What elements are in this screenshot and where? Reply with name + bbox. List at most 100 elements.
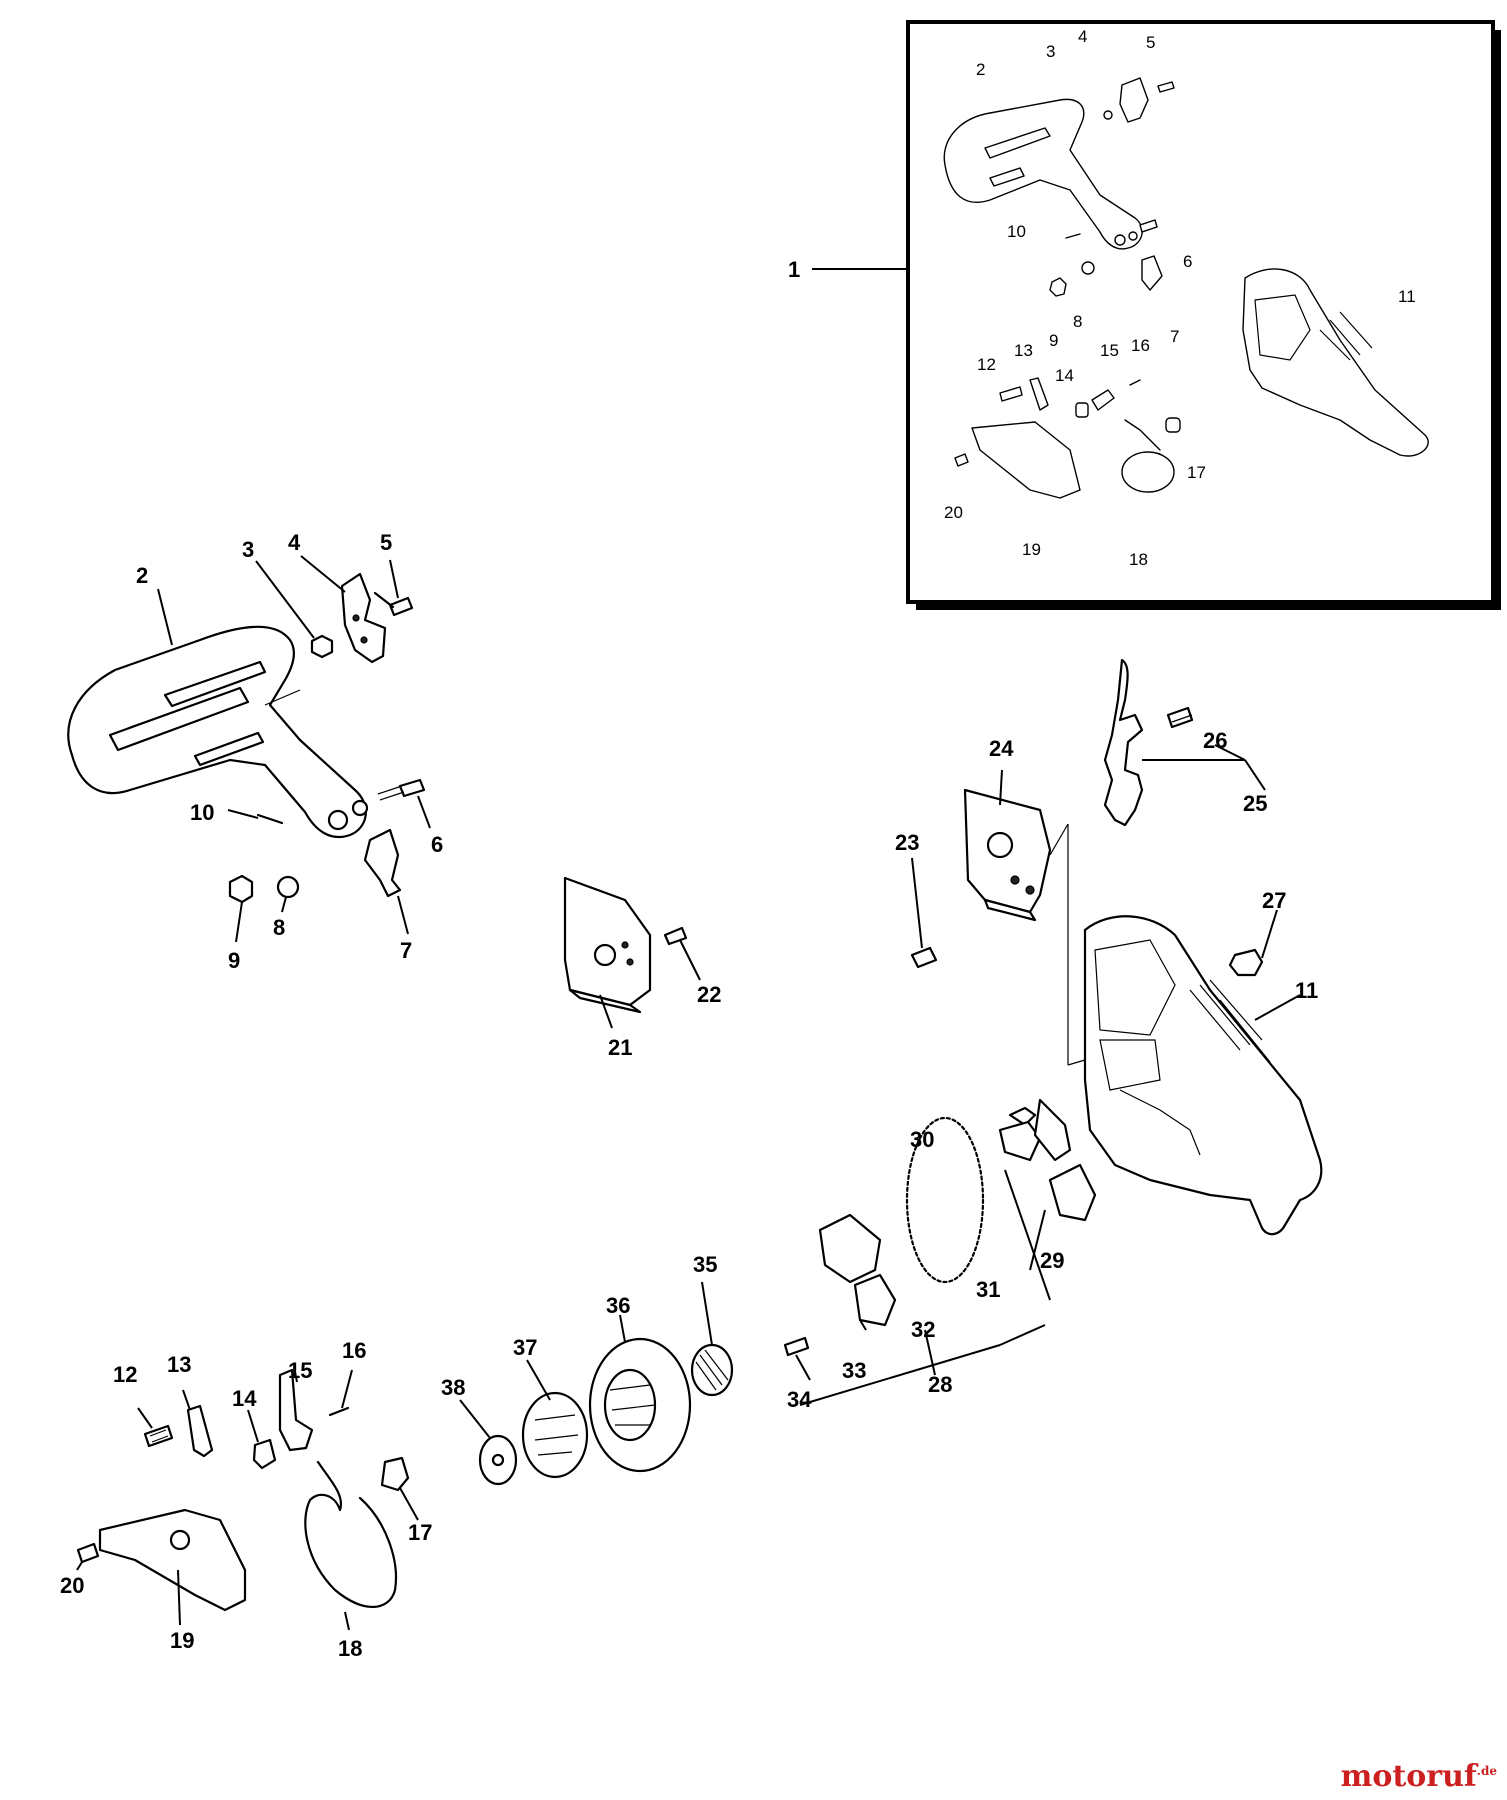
inset-part-18-band [1121,451,1175,493]
label-10: 10 [190,800,214,825]
inset-part-15-lever [1091,389,1115,411]
part-3-nut [310,634,334,659]
label-3: 3 [242,537,254,562]
part-34-bolt [783,1336,810,1357]
part-11-housing [1067,909,1323,1236]
label-32: 32 [911,1317,935,1342]
inset-label-18: 18 [1129,550,1148,569]
hand-guard-leaders [157,555,431,943]
inset-label-2: 2 [976,60,985,79]
label-9: 9 [228,948,240,973]
label-24: 24 [989,736,1014,761]
label-2: 2 [136,563,148,588]
watermark-tld: .de [1476,1764,1497,1778]
main-labels: 2 3 4 5 6 7 8 9 10 11 12 13 14 15 16 17 … [60,530,1318,1661]
inset-part-7-lever [1141,255,1163,291]
part-5-bolt [388,596,414,617]
part-22-screw [663,926,688,946]
label-34: 34 [787,1387,812,1412]
inset-label-20: 20 [944,503,963,522]
inset-part-17-bushing [1165,417,1181,433]
inset-part-14-bushing [1075,402,1089,418]
part-18-band [304,1460,397,1608]
label-38: 38 [441,1375,465,1400]
inset-label-8: 8 [1073,312,1082,331]
inset-label-16: 16 [1131,336,1150,355]
inset-part-12-spring [999,386,1023,402]
part-24-plate [910,769,1069,1065]
part-37-sprocket [521,1391,589,1479]
inset-kit-panel: 1 [788,20,1501,610]
inset-label-10: 10 [1007,222,1026,241]
inset-label-13: 13 [1014,341,1033,360]
label-18: 18 [338,1636,362,1661]
inset-label-5: 5 [1146,33,1155,52]
part-33-shoe [818,1213,882,1284]
inset-part-16-spring [1129,379,1141,386]
label-30: 30 [910,1127,934,1152]
label-5: 5 [380,530,392,555]
part-26-bolt [1166,706,1194,729]
inset-part-6-bolt [1139,219,1158,233]
label-27: 27 [1262,888,1286,913]
inset-part-13-link [1029,377,1049,411]
inset-part-11-housing [1242,268,1429,457]
part-8-washer [276,875,300,899]
part-12-spring [143,1424,174,1448]
inset-part-3-nut [1103,110,1113,120]
label-17: 17 [408,1520,432,1545]
inset-part-5-bolt [1157,81,1175,93]
label-8: 8 [273,915,285,940]
label-4: 4 [288,530,301,555]
inset-label-17: 17 [1187,463,1206,482]
hand-guard-hardware [228,572,426,904]
label-22: 22 [697,982,721,1007]
part-32-spring [905,1116,985,1284]
part-25-lever [1103,658,1266,827]
kit-callout-label: 1 [788,257,800,282]
part-7-lever [363,828,402,898]
part-35-bearing [690,1343,734,1397]
inset-label-12: 12 [977,355,996,374]
label-6: 6 [431,832,443,857]
watermark-text: motoruf [1340,1759,1477,1794]
inset-small-parts [954,77,1429,499]
part-21-plate [563,876,701,1029]
inset-label-19: 19 [1022,540,1041,559]
label-16: 16 [342,1338,366,1363]
part-10-pin [256,813,284,825]
inset-label-6: 6 [1183,252,1192,271]
part-14-bushing [252,1438,277,1470]
part-4-bracket [340,572,387,664]
brake-group [76,1368,419,1631]
label-14: 14 [232,1386,257,1411]
part-31-hub [998,1120,1042,1162]
label-13: 13 [167,1352,191,1377]
label-20: 20 [60,1573,84,1598]
label-26: 26 [1203,728,1227,753]
inset-part-10-pin [1065,233,1081,239]
watermark-logo: motoruf.de [1341,1759,1497,1794]
label-29: 29 [1040,1248,1064,1273]
inset-part-4-bracket [1119,77,1149,123]
part-2-hand-guard [67,625,369,838]
label-15: 15 [288,1358,312,1383]
part-6-bolt [398,778,426,798]
inset-label-4: 4 [1078,27,1087,46]
inset-label-3: 3 [1046,42,1055,61]
part-16-spring [328,1406,350,1417]
label-25: 25 [1243,791,1267,816]
label-21: 21 [608,1035,632,1060]
clutch-group [783,1098,1097,1406]
part-17-bushing [380,1456,410,1492]
inset-label-15: 15 [1100,341,1119,360]
part-30-spring-holder [1008,1106,1037,1127]
label-12: 12 [113,1362,137,1387]
label-31: 31 [976,1277,1000,1302]
part-27-nut [1228,948,1264,977]
label-35: 35 [693,1252,717,1277]
inset-part-19-cover [971,421,1081,499]
label-19: 19 [170,1628,194,1653]
part-29-shoe [1033,1098,1072,1162]
